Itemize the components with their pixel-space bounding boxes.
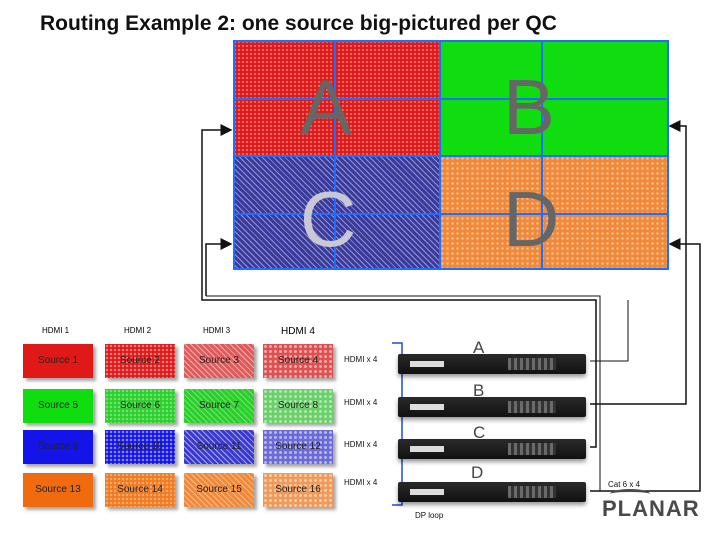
source-box: Source 12	[263, 430, 333, 464]
wall-grid-line	[233, 268, 669, 270]
source-box: Source 1	[23, 344, 93, 378]
page-title: Routing Example 2: one source big-pictur…	[40, 12, 557, 35]
source-box: Source 4	[263, 344, 333, 378]
source-box: Source 13	[23, 473, 93, 507]
cable-line-right-top	[590, 120, 687, 405]
header-hdmi-2: HDMI 2	[124, 326, 152, 335]
source-box: Source 14	[105, 473, 175, 507]
quad-controller-unit	[398, 354, 586, 374]
processor-input-label: HDMI x 4	[344, 355, 378, 364]
wall-grid-line	[233, 213, 669, 215]
wall-label-b: B	[503, 63, 556, 151]
planar-logo: PLANAR	[602, 496, 700, 521]
source-box: Source 5	[23, 389, 93, 423]
cable-label: Cat 6 x 4	[608, 480, 641, 489]
wall-label-c: C	[300, 175, 357, 263]
header-hdmi-3: HDMI 3	[203, 326, 231, 335]
wall-label-a: A	[300, 63, 353, 151]
processor-input-label: HDMI x 4	[344, 398, 378, 407]
dp-loop-bracket	[392, 342, 403, 506]
source-box: Source 9	[23, 430, 93, 464]
dp-loop-label: DP loop	[415, 511, 444, 520]
processor-input-label: HDMI x 4	[344, 478, 378, 487]
processor-label: C	[473, 423, 486, 442]
source-box: Source 3	[184, 344, 254, 378]
source-box: Source 6	[105, 389, 175, 423]
cable-line-right-bottom	[590, 238, 701, 492]
source-box: Source 10	[105, 430, 175, 464]
quad-controller-unit	[398, 397, 586, 417]
source-box: Source 15	[184, 473, 254, 507]
wall-grid-line	[233, 155, 669, 157]
source-box: Source 11	[184, 430, 254, 464]
processor-label: B	[473, 381, 485, 400]
wall-grid-line	[233, 40, 669, 42]
cable-line-left-bottom	[205, 238, 233, 296]
planar-logo-swoosh	[610, 489, 650, 499]
source-box: Source 7	[184, 389, 254, 423]
quad-controller-unit	[398, 482, 586, 502]
header-hdmi-4: HDMI 4	[281, 326, 315, 337]
quad-controller-unit	[398, 439, 586, 459]
processor-label: A	[473, 338, 485, 357]
processor-input-label: HDMI x 4	[344, 440, 378, 449]
source-box: Source 2	[105, 344, 175, 378]
header-hdmi-1: HDMI 1	[42, 326, 70, 335]
wall-grid-line	[233, 98, 669, 100]
source-box: Source 8	[263, 389, 333, 423]
cable-line-left-top	[201, 124, 597, 448]
wall-label-d: D	[503, 175, 560, 263]
processor-label: D	[471, 463, 484, 482]
cable-line-right-a	[590, 300, 629, 362]
source-box: Source 16	[263, 473, 333, 507]
